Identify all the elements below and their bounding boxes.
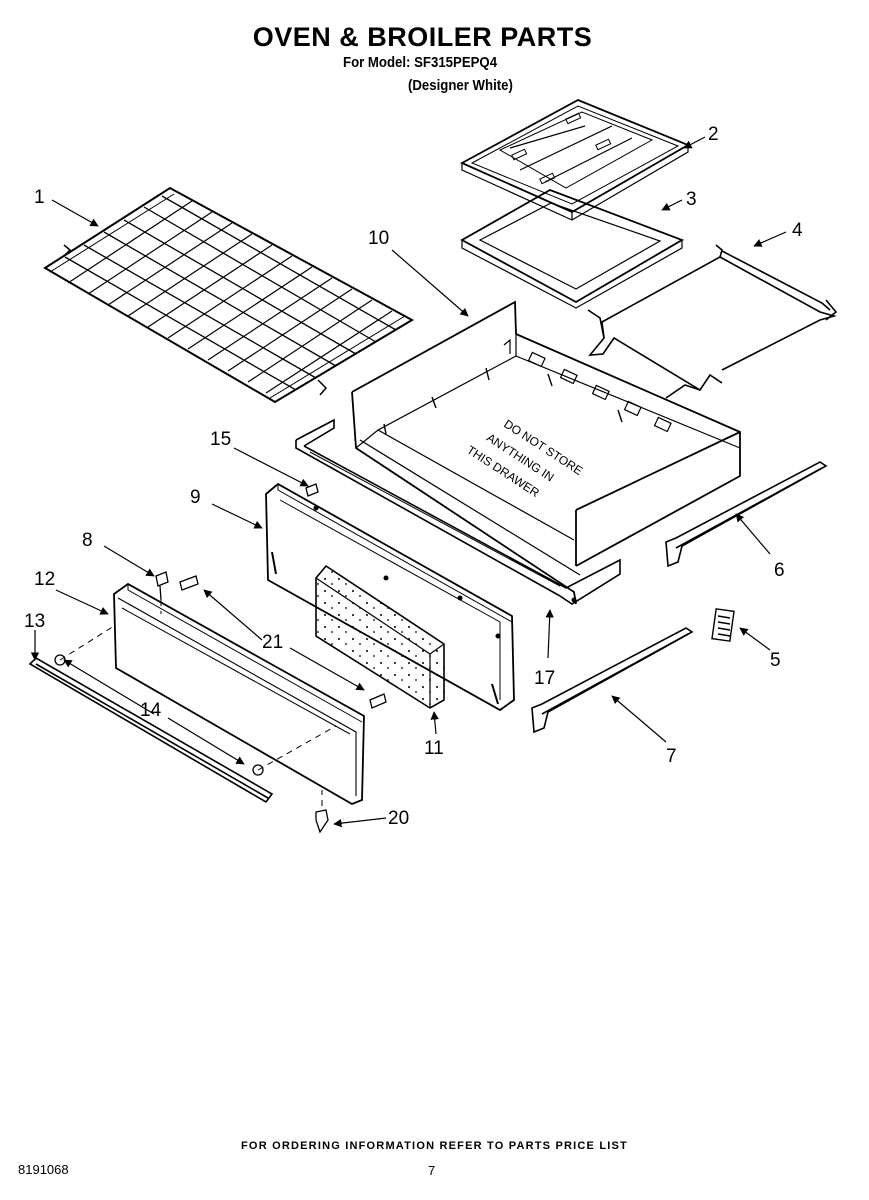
callout-15: 15 <box>210 429 231 450</box>
screw-hardware <box>54 483 387 834</box>
rack-support-part <box>587 244 838 399</box>
page-number: 7 <box>428 1163 436 1178</box>
callout-5: 5 <box>770 650 781 671</box>
callout-4: 4 <box>792 220 803 241</box>
callout-numbers: 1 2 3 4 5 6 7 8 9 10 11 12 13 14 15 17 2… <box>24 124 803 829</box>
assembly-guide-lines <box>59 600 337 806</box>
drawer-frame-part <box>295 418 621 605</box>
insulation-part <box>315 564 445 709</box>
trim-strip-part <box>28 657 274 804</box>
clip-part <box>711 608 735 642</box>
callout-21: 21 <box>262 632 283 653</box>
callout-1: 1 <box>34 187 45 208</box>
callout-13: 13 <box>24 611 45 632</box>
callout-8: 8 <box>82 530 93 551</box>
callout-2: 2 <box>708 124 719 145</box>
callout-20: 20 <box>388 808 409 829</box>
variant-line: (Designer White) <box>408 77 513 94</box>
callout-11: 11 <box>424 738 444 759</box>
ordering-note: FOR ORDERING INFORMATION REFER TO PARTS … <box>241 1140 628 1152</box>
callout-17: 17 <box>534 668 555 689</box>
callout-7: 7 <box>666 746 677 767</box>
model-line: For Model: SF315PEPQ4 <box>343 54 498 71</box>
leader-lines <box>30 136 787 828</box>
broiler-pan-part <box>460 189 685 309</box>
callout-3: 3 <box>686 189 697 210</box>
slide-rail-lower-part <box>531 627 694 734</box>
slide-rail-upper-part <box>665 461 828 568</box>
broiler-grid-part <box>459 99 691 221</box>
callout-12: 12 <box>34 569 55 590</box>
callout-14: 14 <box>140 700 162 721</box>
callout-9: 9 <box>190 487 201 508</box>
drawer-door-part <box>113 582 365 805</box>
drawer-panel-part <box>265 482 515 712</box>
oven-rack-part <box>43 186 415 404</box>
drawer-warning-stencil: DO NOT STORE ANYTHING IN THIS DRAWER <box>464 417 585 500</box>
callout-10: 10 <box>368 228 389 249</box>
document-number: 8191068 <box>18 1162 69 1177</box>
callout-6: 6 <box>774 560 785 581</box>
page-title: OVEN & BROILER PARTS <box>252 22 593 52</box>
